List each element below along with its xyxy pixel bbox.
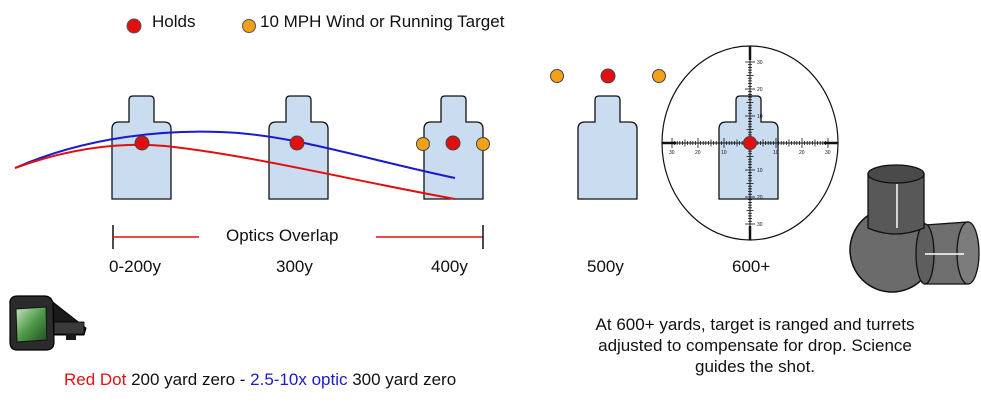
red-trajectory-curve	[14, 143, 456, 200]
legend-holds-label: Holds	[152, 12, 196, 31]
reticle-label-h: 30	[825, 150, 831, 156]
red-dot-sight-icon	[9, 295, 87, 351]
reticle-label-v: 20	[757, 195, 763, 201]
distance-label-300: 300y	[276, 257, 313, 276]
reticle-label-h: 30	[669, 150, 675, 156]
hold-600	[743, 136, 757, 150]
red-dot-zero-label: 200 yard zero -	[126, 370, 251, 389]
range-caption: At 600+ yards, target is ranged and turr…	[595, 315, 915, 376]
zero-note: Red Dot 200 yard zero - 2.5-10x optic 30…	[64, 370, 456, 390]
blue-trajectory-curve	[14, 130, 456, 179]
legend-wind-label: 10 MPH Wind or Running Target	[260, 12, 505, 31]
legend-wind-marker	[242, 19, 256, 33]
wind-hold-400-right	[476, 137, 490, 151]
optic-zero-label: 300 yard zero	[347, 370, 457, 389]
reticle-label-h: 20	[799, 150, 805, 156]
reticle-label-v: 10	[757, 114, 763, 120]
optics-overlap-label: Optics Overlap	[226, 226, 339, 245]
hold-300	[289, 135, 305, 151]
reticle-label-v: 10	[757, 168, 763, 174]
wind-hold-400-left	[416, 137, 430, 151]
wind-hold-500-left	[550, 69, 564, 83]
legend-hold-marker	[126, 18, 142, 34]
hold-400	[445, 135, 461, 151]
distance-label-400: 400y	[431, 257, 468, 276]
distance-label-600: 600+	[732, 257, 771, 276]
reticle-label-v: 20	[757, 87, 763, 93]
reticle-label-v: 30	[757, 60, 763, 66]
wind-hold-500-right	[652, 69, 666, 83]
distance-label-200: 0-200y	[109, 257, 161, 276]
reticle-label-v: 30	[757, 222, 763, 228]
hold-200	[134, 135, 150, 151]
reticle-label-h: 20	[695, 150, 701, 156]
target-500	[577, 95, 638, 200]
reticle-ticks	[671, 61, 829, 225]
red-dot-label: Red Dot	[64, 370, 127, 389]
reticle-labels: 30 30 20 20 10 10 10 10 20 20 30 30	[669, 60, 831, 228]
reticle-label-h: 10	[773, 150, 779, 156]
reticle-icon: 30 30 20 20 10 10 10 10 20 20 30 30	[661, 45, 839, 241]
reticle-label-h: 10	[721, 150, 727, 156]
hold-500	[600, 68, 616, 84]
distance-label-500: 500y	[587, 257, 624, 276]
optic-label: 2.5-10x optic	[250, 370, 348, 389]
scope-turret-icon	[849, 164, 980, 293]
